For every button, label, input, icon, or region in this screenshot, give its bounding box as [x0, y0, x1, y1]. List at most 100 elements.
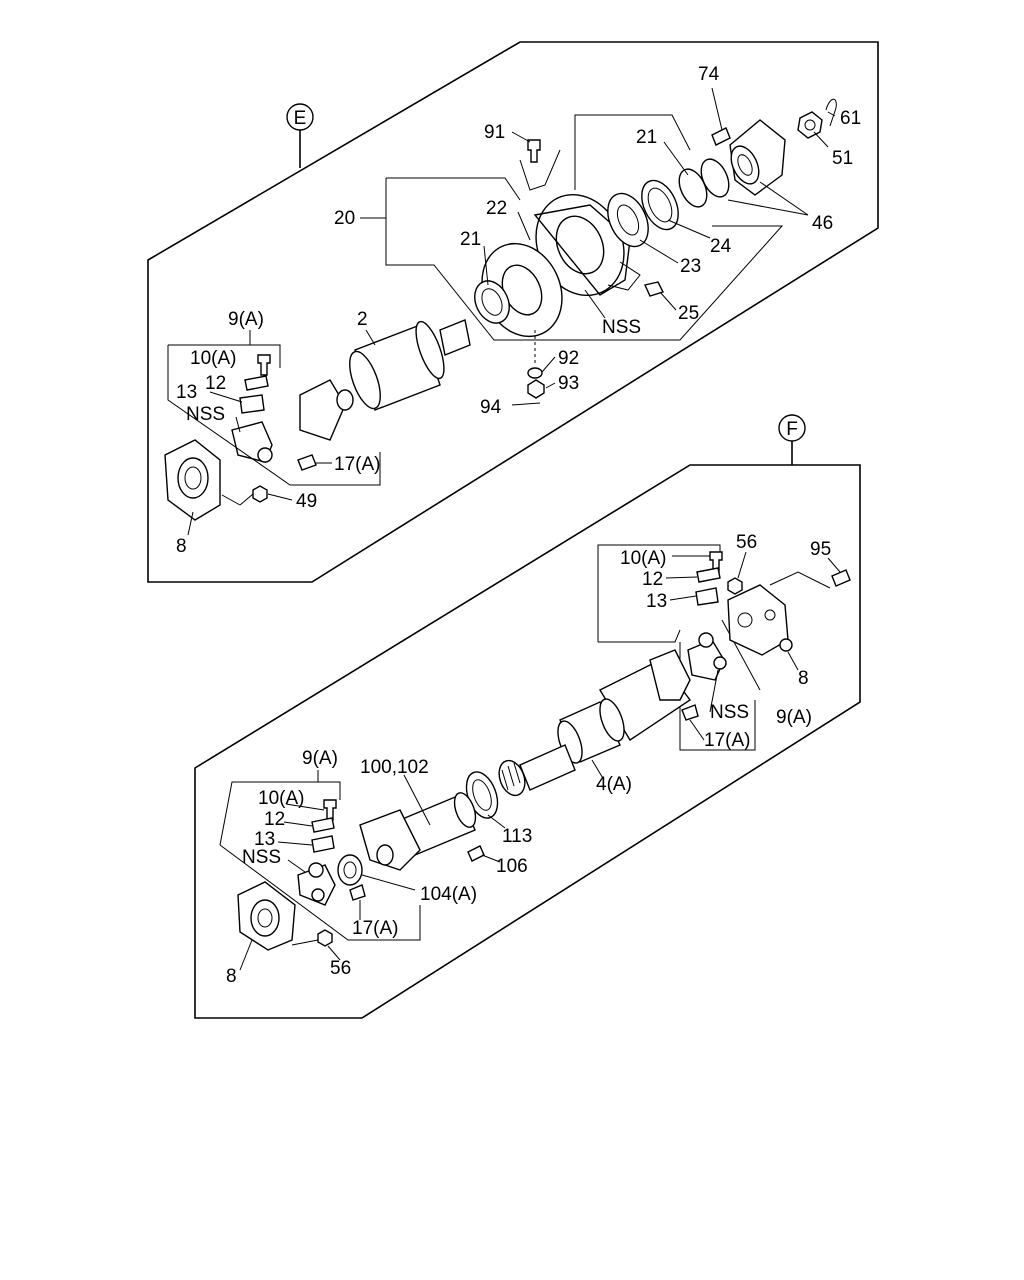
- label-12-e: 12: [205, 373, 226, 394]
- bolt-95: [831, 569, 851, 587]
- label-12-r: 12: [642, 569, 663, 590]
- label-49: 49: [296, 491, 317, 512]
- nut-56-l: [317, 929, 333, 947]
- label-nss-housing: NSS: [602, 317, 641, 338]
- bearing-cap-13-l: [311, 835, 335, 853]
- yoke-e-hole: [336, 389, 354, 411]
- flange-yoke-8-e: [164, 439, 221, 521]
- label-100-102: 100,102: [360, 757, 429, 778]
- label-92: 92: [558, 348, 579, 369]
- bolt-10a-e: [257, 354, 271, 376]
- bolt-10a-l: [323, 799, 337, 821]
- companion-flange-46: [729, 119, 786, 196]
- label-13-l: 13: [254, 829, 275, 850]
- kit-bracket-9a-l-top: [219, 781, 341, 846]
- label-56-r: 56: [736, 532, 757, 553]
- lock-plate-12-l: [311, 817, 335, 833]
- lower-leaders: [239, 551, 841, 971]
- kit-bracket-9a-e-top: [168, 344, 281, 368]
- washer-92: [527, 367, 543, 379]
- group-e-frame: [147, 41, 879, 583]
- label-12-l: 12: [264, 809, 285, 830]
- marker-f-label: F: [786, 419, 798, 440]
- marker-e-label: E: [294, 108, 307, 129]
- label-93: 93: [558, 373, 579, 394]
- snap-ring-24: [641, 179, 679, 231]
- label-nss-e: NSS: [186, 404, 225, 425]
- slip-yoke-100: [359, 792, 477, 871]
- nut-56-r: [727, 577, 743, 595]
- label-10a-r: 10(A): [620, 548, 666, 569]
- grease-fitting-17a-r: [681, 704, 699, 721]
- bracket-91: [519, 149, 561, 191]
- label-17a-e: 17(A): [334, 454, 380, 475]
- label-2: 2: [357, 309, 368, 330]
- flange-yoke-8-l: [237, 881, 296, 951]
- label-22: 22: [486, 198, 507, 219]
- yoke-e: [299, 379, 346, 441]
- label-61: 61: [840, 108, 861, 129]
- label-24: 24: [710, 236, 732, 257]
- upper-leaders: [187, 87, 836, 536]
- lock-plate-12-e: [244, 375, 269, 391]
- label-23: 23: [680, 256, 701, 277]
- label-94: 94: [480, 397, 502, 418]
- label-13-e: 13: [176, 382, 197, 403]
- label-95: 95: [810, 539, 831, 560]
- label-21-right: 21: [636, 127, 657, 148]
- grease-fitting-17a-l: [349, 884, 366, 901]
- label-104a: 104(A): [420, 884, 477, 905]
- label-21-left: 21: [460, 229, 481, 250]
- group-f: F: [194, 414, 861, 1019]
- label-9a-e: 9(A): [228, 309, 264, 330]
- label-nss-l: NSS: [242, 847, 281, 868]
- group-e: E: [147, 41, 879, 583]
- nut-51: [797, 111, 823, 139]
- bolt-74: [711, 127, 731, 146]
- bearing-23: [607, 192, 649, 248]
- bearing-cap-13-r: [695, 587, 719, 606]
- label-17a-r: 17(A): [704, 730, 750, 751]
- label-113: 113: [502, 826, 532, 847]
- grease-nipple-25: [644, 281, 664, 297]
- center-bearing-housing: [533, 193, 641, 297]
- cotter-pin-61: [825, 98, 837, 127]
- group-f-frame: [194, 464, 861, 1019]
- kit-bracket-9a-r-side: [721, 619, 761, 691]
- pin-94: [511, 402, 541, 406]
- bolt-91: [527, 139, 541, 163]
- dust-seal: [700, 158, 730, 198]
- label-20: 20: [334, 208, 355, 229]
- label-8-r: 8: [798, 668, 809, 689]
- label-74: 74: [698, 64, 720, 85]
- label-8-l: 8: [226, 966, 237, 987]
- bracket-20: [385, 178, 784, 341]
- label-nss-r: NSS: [710, 702, 749, 723]
- propeller-shaft-2: [349, 319, 471, 411]
- kit-bracket-9a-e: [167, 345, 381, 486]
- nut-93: [527, 379, 545, 399]
- bracket-20-top: [386, 177, 521, 201]
- label-51: 51: [832, 148, 853, 169]
- label-10a-l: 10(A): [258, 788, 304, 809]
- label-8-e: 8: [176, 536, 187, 557]
- bracket-top: [574, 114, 691, 190]
- seal-104a: [337, 854, 363, 886]
- flange-yoke-8-r: [727, 584, 793, 656]
- label-13-r: 13: [646, 591, 667, 612]
- grease-fitting-17a-e: [297, 454, 317, 471]
- label-4a: 4(A): [596, 774, 632, 795]
- plug-106: [467, 845, 485, 862]
- nut-49: [252, 485, 268, 503]
- label-9a-r: 9(A): [776, 707, 812, 728]
- label-56-l: 56: [330, 958, 351, 979]
- label-17a-l: 17(A): [352, 918, 398, 939]
- label-9a-l: 9(A): [302, 748, 338, 769]
- kit-bracket-9a-l-bottom: [219, 844, 421, 941]
- bearing-cap-13-e: [239, 394, 265, 414]
- propeller-shaft-4a: [498, 649, 692, 797]
- label-106: 106: [496, 856, 528, 877]
- label-46: 46: [812, 213, 833, 234]
- label-25: 25: [678, 303, 699, 324]
